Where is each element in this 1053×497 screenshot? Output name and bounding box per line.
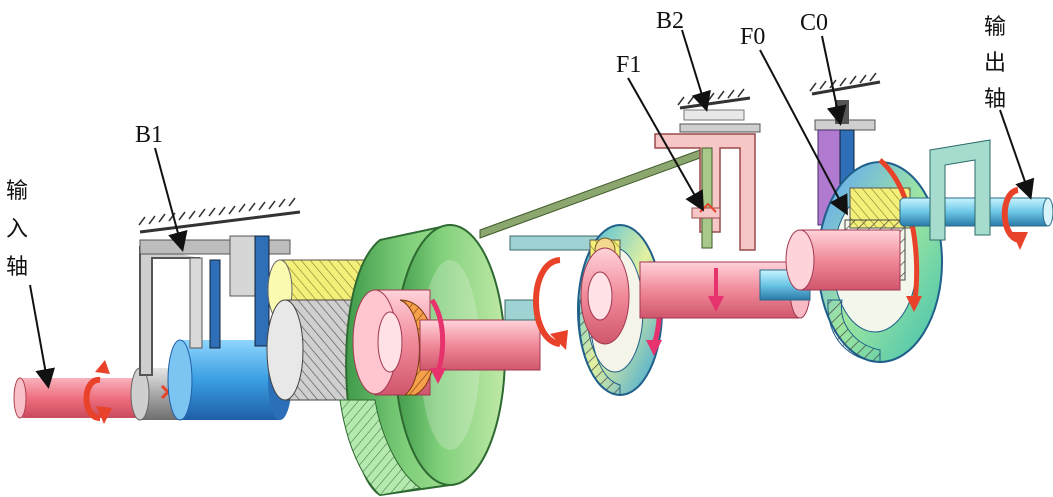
leader-f1 [627,77,704,212]
motion-arrow-3-icon [708,268,724,312]
label-c0: C0 [800,10,828,36]
c0-ground-hatch-icon [809,72,881,96]
input-rotation-arrow-icon [83,360,112,424]
leader-c0 [821,35,847,126]
carrier-1 [352,289,541,396]
ground-hatch-icon [138,197,301,234]
label-b1: B1 [135,122,163,148]
input-shaft-label-3: 轴 [6,255,28,280]
input-shaft-label-1: 输 [6,179,28,204]
b2-ground-hatch-icon [677,88,751,121]
output-shaft-label-1: 输 [984,15,1006,40]
input-shaft-label-2: 入 [6,217,28,242]
leader-output [999,109,1035,200]
output-rotation-arrow-icon [1001,187,1028,250]
label-f0: F0 [740,24,765,50]
output-shaft-label-2: 出 [984,51,1006,76]
brake-b2-frame [654,123,761,251]
label-f1: F1 [616,52,641,78]
leader-input [29,284,56,389]
planet-set-2 [580,237,630,345]
output-shaft-label-3: 轴 [984,87,1006,112]
mid-shaft [639,261,811,319]
leader-f0 [759,49,848,216]
label-b2: B2 [656,8,684,34]
leader-b2 [681,29,711,112]
leader-b1 [154,147,188,252]
motion-arrow-1-icon [429,298,446,384]
output-shaft [899,139,1053,241]
rotation-arrow-2-icon [533,257,568,350]
